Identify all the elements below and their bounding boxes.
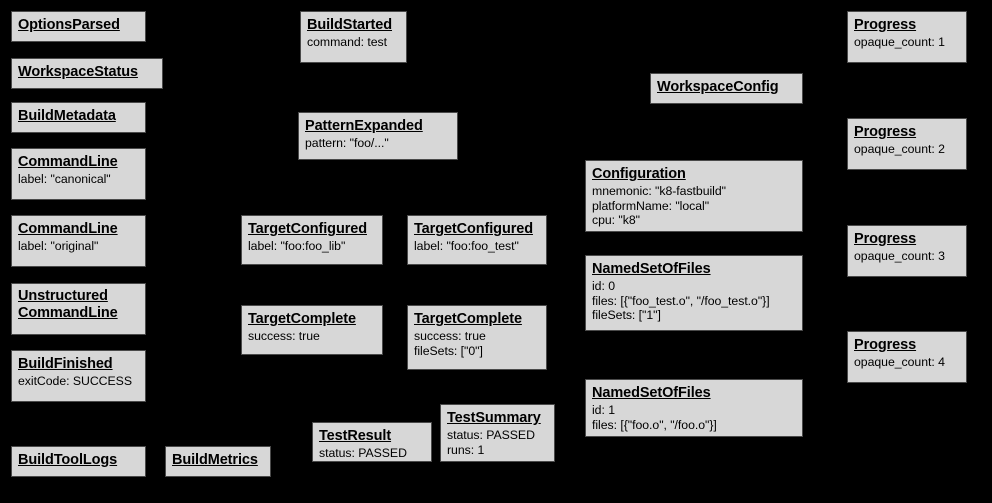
node-title: TargetComplete: [414, 311, 522, 327]
node-options-parsed[interactable]: OptionsParsed: [11, 11, 146, 42]
node-build-finished[interactable]: BuildFinished exitCode: SUCCESS: [11, 350, 146, 402]
node-fields: label: "foo:foo_test": [414, 239, 519, 254]
node-title: TargetConfigured: [414, 221, 533, 237]
node-title: Progress: [854, 17, 917, 33]
node-target-configured-lib[interactable]: TargetConfigured label: "foo:foo_lib": [241, 215, 383, 265]
node-fields: label: "original": [18, 239, 99, 254]
node-target-complete-lib[interactable]: TargetComplete success: true: [241, 305, 383, 355]
node-fields: success: true: [248, 329, 320, 344]
node-title: BuildMetadata: [18, 108, 116, 124]
node-title: CommandLine: [18, 154, 118, 170]
node-pattern-expanded[interactable]: PatternExpanded pattern: "foo/...": [298, 112, 458, 160]
node-progress-4[interactable]: Progress opaque_count: 4: [847, 331, 967, 383]
node-build-metadata[interactable]: BuildMetadata: [11, 102, 146, 133]
node-workspace-status[interactable]: WorkspaceStatus: [11, 58, 163, 89]
node-fields: opaque_count: 1: [854, 35, 945, 50]
node-fields: label: "canonical": [18, 172, 111, 187]
node-build-metrics[interactable]: BuildMetrics: [165, 446, 271, 477]
node-progress-1[interactable]: Progress opaque_count: 1: [847, 11, 967, 63]
node-title: TargetComplete: [248, 311, 356, 327]
node-title: PatternExpanded: [305, 118, 423, 134]
node-fields: id: 1 files: [{"foo.o", "/foo.o"}]: [592, 403, 717, 432]
node-test-summary[interactable]: TestSummary status: PASSED runs: 1: [440, 404, 555, 462]
node-title: TestResult: [319, 428, 392, 444]
node-fields: id: 0 files: [{"foo_test.o", "/foo_test.…: [592, 279, 770, 323]
node-title: WorkspaceConfig: [657, 79, 779, 95]
node-named-set-of-files-0[interactable]: NamedSetOfFiles id: 0 files: [{"foo_test.…: [585, 255, 803, 331]
node-title: Progress: [854, 337, 917, 353]
node-configuration[interactable]: Configuration mnemonic: "k8-fastbuild" pl…: [585, 160, 803, 232]
node-title: CommandLine: [18, 221, 118, 237]
node-command-line-canonical[interactable]: CommandLine label: "canonical": [11, 148, 146, 200]
node-workspace-config[interactable]: WorkspaceConfig: [650, 73, 803, 104]
node-fields: pattern: "foo/...": [305, 136, 389, 151]
node-target-configured-test[interactable]: TargetConfigured label: "foo:foo_test": [407, 215, 547, 265]
node-fields: status: PASSED runs: 1: [447, 428, 535, 457]
node-fields: label: "foo:foo_lib": [248, 239, 346, 254]
node-fields: opaque_count: 4: [854, 355, 945, 370]
node-progress-2[interactable]: Progress opaque_count: 2: [847, 118, 967, 170]
node-title: NamedSetOfFiles: [592, 385, 711, 401]
node-target-complete-test[interactable]: TargetComplete success: true fileSets: ["…: [407, 305, 547, 370]
node-build-tool-logs[interactable]: BuildToolLogs: [11, 446, 146, 477]
node-title: Progress: [854, 124, 917, 140]
node-title: TargetConfigured: [248, 221, 367, 237]
node-title: Progress: [854, 231, 917, 247]
node-title: NamedSetOfFiles: [592, 261, 711, 277]
node-fields: opaque_count: 3: [854, 249, 945, 264]
node-fields: status: PASSED: [319, 446, 407, 461]
node-command-line-original[interactable]: CommandLine label: "original": [11, 215, 146, 267]
node-fields: exitCode: SUCCESS: [18, 374, 132, 389]
node-title: TestSummary: [447, 410, 541, 426]
node-fields: opaque_count: 2: [854, 142, 945, 157]
node-title: Unstructured CommandLine: [18, 288, 118, 322]
node-title: BuildToolLogs: [18, 452, 118, 468]
node-title: OptionsParsed: [18, 17, 120, 33]
node-unstructured-cmdline[interactable]: Unstructured CommandLine: [11, 283, 146, 335]
node-test-result[interactable]: TestResult status: PASSED: [312, 422, 432, 462]
node-title: BuildStarted: [307, 17, 393, 33]
node-fields: command: test: [307, 35, 387, 50]
node-title: BuildFinished: [18, 356, 113, 372]
node-named-set-of-files-1[interactable]: NamedSetOfFiles id: 1 files: [{"foo.o", "…: [585, 379, 803, 437]
node-title: BuildMetrics: [172, 452, 258, 468]
node-title: WorkspaceStatus: [18, 64, 138, 80]
node-title: Configuration: [592, 166, 686, 182]
node-progress-3[interactable]: Progress opaque_count: 3: [847, 225, 967, 277]
node-fields: success: true fileSets: ["0"]: [414, 329, 486, 358]
node-fields: mnemonic: "k8-fastbuild" platformName: "…: [592, 184, 726, 228]
node-build-started[interactable]: BuildStarted command: test: [300, 11, 407, 63]
